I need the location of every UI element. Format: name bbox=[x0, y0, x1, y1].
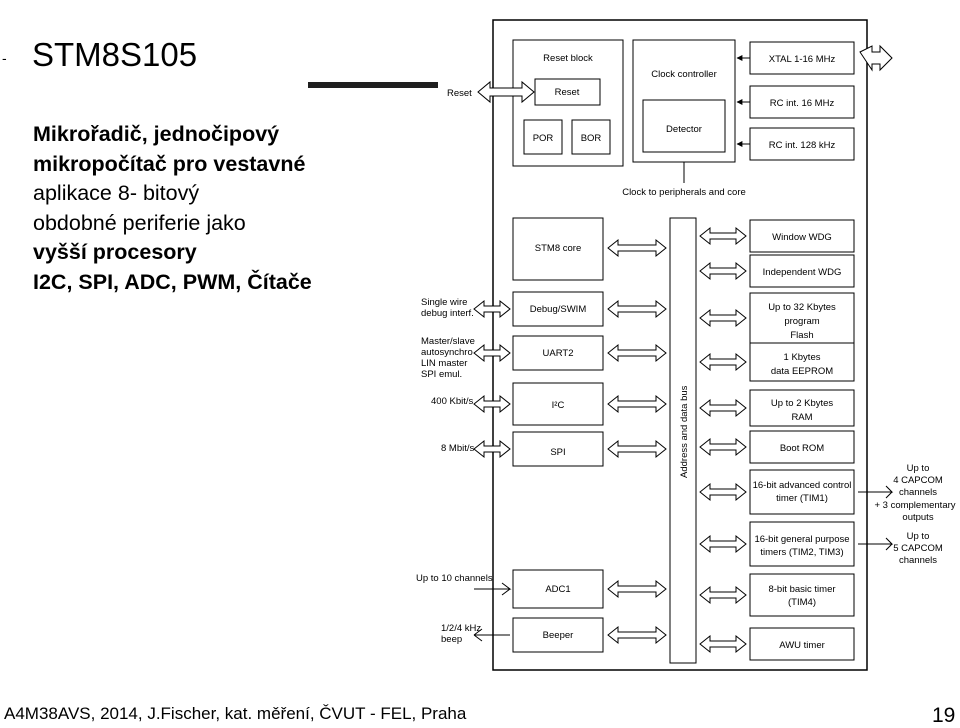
tim23-line1: 16-bit general purpose bbox=[754, 534, 849, 545]
tim4-line2: (TIM4) bbox=[788, 597, 816, 608]
tim23-ext-line1: Up to bbox=[907, 531, 930, 542]
reset-ext-label: Reset bbox=[447, 88, 472, 99]
page-number: 19 bbox=[932, 704, 956, 727]
por-box bbox=[523, 119, 563, 155]
uart2-label: UART2 bbox=[543, 348, 574, 359]
bullet-line-4: obdobné periferie jako bbox=[33, 210, 246, 235]
indep-wdg-label: Independent WDG bbox=[763, 267, 842, 278]
clock-controller-label: Clock controller bbox=[651, 69, 716, 80]
right-peripherals: Window WDG Independent WDG Up to 32 Kbyt… bbox=[749, 219, 855, 661]
uart-ext-line1: Master/slave bbox=[421, 336, 475, 347]
bus-label: Address and data bus bbox=[679, 385, 690, 478]
slide-title: STM8S105 bbox=[32, 36, 198, 73]
tim23-ext-line2: 5 CAPCOM bbox=[893, 543, 943, 554]
address-data-bus bbox=[669, 217, 697, 664]
rc16-label: RC int. 16 MHz bbox=[770, 98, 835, 109]
tim23-line2: timers (TIM2, TIM3) bbox=[760, 547, 843, 558]
single-wire-line2: debug interf. bbox=[421, 308, 474, 319]
detector-label: Detector bbox=[666, 124, 702, 135]
reset-inner-label: Reset bbox=[555, 87, 580, 98]
bullet-dot: - bbox=[2, 50, 7, 66]
tim1-ext-line5: outputs bbox=[902, 512, 933, 523]
por-label: POR bbox=[533, 133, 554, 144]
adc1-label: ADC1 bbox=[545, 584, 570, 595]
left-ext-arrows bbox=[473, 299, 512, 642]
bullet-line-1: Mikrořadič, jednočipový bbox=[33, 122, 280, 146]
slide-footer: A4M38AVS, 2014, J.Fischer, kat. měření, … bbox=[4, 704, 467, 723]
beep-ext-line2: beep bbox=[441, 634, 462, 645]
debug-swim-label: Debug/SWIM bbox=[530, 304, 587, 315]
spi-label: SPI bbox=[550, 447, 565, 458]
single-wire-line1: Single wire bbox=[421, 297, 467, 308]
i2c-label: I²C bbox=[552, 400, 565, 411]
chip-outline bbox=[492, 19, 868, 671]
adc-ext-label: Up to 10 channels bbox=[416, 573, 493, 584]
uart-ext-line2: autosynchro bbox=[421, 347, 473, 358]
left-bus-arrows bbox=[607, 238, 667, 645]
detector-box bbox=[642, 99, 726, 153]
tim1-line2: timer (TIM1) bbox=[776, 493, 828, 504]
awu-label: AWU timer bbox=[779, 640, 825, 651]
reset-inner-box bbox=[534, 78, 601, 106]
beep-ext-line1: 1/2/4 kHz bbox=[441, 623, 481, 634]
xtal-label: XTAL 1-16 MHz bbox=[769, 54, 836, 65]
bullet-list: Mikrořadič, jednočipový mikropočítač pro… bbox=[33, 120, 403, 297]
uart-ext-line3: LIN master bbox=[421, 358, 467, 369]
xtal-ext-arrow bbox=[859, 44, 893, 72]
flash-line1: Up to 32 Kbytes bbox=[768, 302, 836, 313]
boot-rom-label: Boot ROM bbox=[780, 443, 824, 454]
ram-line2: RAM bbox=[791, 412, 812, 423]
tim1-ext-line3: channels bbox=[899, 487, 937, 498]
rc128-label: RC int. 128 kHz bbox=[769, 140, 836, 151]
tim1-line1: 16-bit advanced control bbox=[753, 480, 852, 491]
stm8-core-label: STM8 core bbox=[535, 243, 581, 254]
flash-line2: program bbox=[784, 316, 819, 327]
eeprom-line1: 1 Kbytes bbox=[784, 352, 821, 363]
tim4-line1: 8-bit basic timer bbox=[768, 584, 835, 595]
bullet-line-2: mikropočítač pro vestavné bbox=[33, 151, 306, 176]
reset-ext-arrow bbox=[477, 80, 535, 104]
left-peripherals: STM8 core Debug/SWIM UART2 I²C SPI ADC1 … bbox=[512, 217, 604, 653]
tim1-ext-line4: + 3 complementary bbox=[874, 500, 955, 511]
bullet-line-3: aplikace 8- bitový bbox=[33, 181, 200, 205]
bor-label: BOR bbox=[581, 133, 602, 144]
ram-line1: Up to 2 Kbytes bbox=[771, 398, 834, 409]
spi-ext-label: 8 Mbit/s bbox=[441, 443, 475, 454]
tim1-ext-line2: 4 CAPCOM bbox=[893, 475, 943, 486]
tim23-ext-line3: channels bbox=[899, 555, 937, 566]
rc16-box bbox=[749, 85, 855, 119]
i2c-ext-label: 400 Kbit/s bbox=[431, 396, 473, 407]
bor-box bbox=[571, 119, 611, 155]
bullet-line-6: I2C, SPI, ADC, PWM, Čítače bbox=[33, 269, 312, 294]
window-wdg-label: Window WDG bbox=[772, 232, 832, 243]
uart-ext-line4: SPI emul. bbox=[421, 369, 462, 380]
flash-line3: Flash bbox=[790, 330, 813, 341]
tim1-ext-line1: Up to bbox=[907, 463, 930, 474]
right-bus-arrows bbox=[699, 226, 747, 654]
clock-note: Clock to peripherals and core bbox=[622, 187, 746, 198]
eeprom-line2: data EEPROM bbox=[771, 366, 833, 377]
beeper-label: Beeper bbox=[543, 630, 574, 641]
bullet-line-5: vyšší procesory bbox=[33, 240, 197, 264]
reset-block-label: Reset block bbox=[543, 53, 593, 64]
rc128-box bbox=[749, 127, 855, 161]
title-underline-bar bbox=[308, 82, 438, 88]
